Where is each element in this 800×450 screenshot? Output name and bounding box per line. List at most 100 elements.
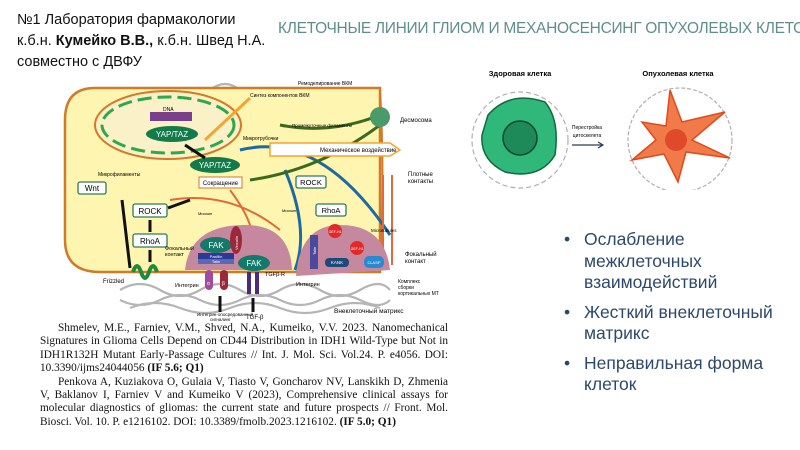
impact-factor: (IF 5.0; Q1): [339, 415, 396, 428]
contraction-box: [198, 176, 243, 189]
fak-1-shape: [200, 237, 232, 253]
reference-text: Penkova A, Kuziakova O, Gulaia V, Tiasto…: [40, 375, 448, 428]
ecm-fibers: [471, 87, 733, 190]
rhoa-left-label: RhoA: [140, 237, 161, 246]
contraction-label: Сокращение: [203, 181, 239, 187]
synthesis-arrow-icon: [203, 96, 252, 142]
desmosome-shape: [370, 107, 390, 127]
vinculin-label: Vinculin: [234, 236, 239, 250]
arrow-icon: [218, 296, 255, 312]
bullet-item: •Жесткий внеклеточный матрикс: [562, 302, 792, 345]
cytoskeleton-filaments: [169, 113, 393, 271]
ecm-label: Внеклеточный матрикс: [334, 307, 404, 315]
authors-line: к.б.н. Кумейко В.В., к.б.н. Швед Н.А.: [17, 31, 265, 52]
focal-contact-2-line-2: контакт: [405, 259, 426, 265]
dna-label: DNA: [163, 107, 174, 113]
talin-2-shape: [310, 235, 318, 269]
slide-title: КЛЕТОЧНЫЕ ЛИНИИ ГЛИОМ И МЕХАНОСЕНСИНГ ОП…: [278, 20, 800, 37]
nucleus: [94, 90, 242, 160]
focal-contact-1-line-1: Фокальный: [165, 245, 194, 252]
microtubules-ru-label: Микротрубочки: [243, 136, 278, 142]
myosin-label-2: Миозин: [282, 208, 296, 213]
paxillin-shape: [198, 253, 234, 259]
fak-2-label: FAK: [246, 259, 262, 268]
frizzled-receptor: [131, 264, 159, 280]
arrow-label-line-1: Перестройка: [572, 124, 602, 131]
intermediate-filaments-label: Промежуточные филаменты: [292, 123, 352, 128]
paxillin-label: Paxillin: [210, 254, 223, 259]
mechanical-label: Механическое воздействие: [320, 147, 397, 154]
nuclear-envelope: [100, 95, 236, 155]
rhoa-right-box: [315, 203, 347, 217]
gef-h1-1-shape: [328, 224, 342, 238]
fak-1-label: FAK: [208, 241, 224, 250]
bullet-item: • Ослабление межклеточных взаимодействий: [562, 229, 792, 294]
integrin-signaling-line-2: сигналинг: [210, 317, 231, 322]
arrow-icon: [184, 143, 206, 160]
rock-left-label: ROCK: [138, 207, 162, 216]
arrow-right-icon: [572, 141, 605, 149]
yap-taz-cytoplasmic-shape: [190, 157, 240, 173]
alpha-label: α: [207, 281, 210, 287]
bullet-text: Ослабление межклеточных взаимодействий: [584, 229, 718, 292]
rock-right-box: [295, 175, 327, 189]
tumor-cell-nucleus: [665, 129, 687, 151]
mechanosensing-diagram: DNA YAP/TAZ YAP/TAZ Сокращение Ремоделир…: [63, 81, 439, 322]
references: Shmelev, M.E., Farniev, V.M., Shved, N.A…: [40, 322, 448, 429]
tgfb-label: TGF-β: [246, 315, 264, 321]
clasp-label: CLASP: [367, 260, 380, 265]
wnt-label: Wnt: [85, 184, 100, 193]
tgfb-receptor-label: TGFβ-R: [265, 272, 285, 278]
integrin-alpha-shape: [205, 270, 213, 290]
ecm-remodeling-label: Ремоделирование ВКМ: [298, 81, 352, 87]
gef-h1-1-label: GEF-H1: [329, 230, 342, 234]
cell-comparison-figure: Здоровая клетка Опухолевая клетка Перест…: [471, 69, 733, 190]
degree: к.б.н.: [17, 33, 56, 49]
tight-junctions-line-2: контакты: [408, 179, 433, 185]
lead-author: Кумейко В.В.,: [55, 33, 154, 49]
microtubules-en-label: Microtubules: [371, 228, 397, 233]
talin-1-label: Talin: [212, 259, 220, 264]
yap-taz-nuclear: YAP/TAZ: [156, 130, 188, 139]
kank-shape: [325, 258, 349, 267]
microfilaments-label: Микрофиламенты: [98, 172, 141, 178]
tgfb-receptor-shape: [247, 272, 251, 294]
vinculin-shape: [230, 226, 242, 254]
yap-taz-nuclear-shape: [146, 126, 198, 142]
healthy-cell-nucleus: [502, 120, 538, 156]
bullet-text: Неправильная форма клеток: [584, 352, 764, 395]
mechanical-force-arrow-icon: [269, 142, 402, 157]
rock-right-label: ROCK: [300, 178, 322, 187]
healthy-cell-label: Здоровая клетка: [489, 69, 552, 78]
gef-h1-2-label: GEF-H1: [351, 247, 364, 251]
tgfb-receptor-shape: [255, 272, 259, 294]
transcription-factor-shape: [150, 112, 192, 121]
partner: совместно с ДВФУ: [17, 54, 142, 70]
lab-name: №1 Лаборатория фармакологии: [17, 12, 236, 28]
bullet-icon: •: [564, 229, 571, 249]
yap-taz-cytoplasmic: YAP/TAZ: [199, 161, 231, 170]
rhoa-right-label: RhoA: [322, 206, 341, 215]
fak-2-shape: [238, 255, 270, 271]
integrin-beta-shape: [220, 270, 228, 290]
talin-1-shape: [198, 259, 234, 264]
lab-header: №1 Лаборатория фармакологии к.б.н. Кумей…: [17, 10, 265, 73]
bullet-text: Жесткий внеклеточный матрикс: [584, 301, 773, 344]
gef-h1-2-shape: [350, 241, 364, 255]
tumor-cell-label: Опухолевая клетка: [642, 69, 714, 78]
arrow-label-line-2: цитоскелета: [573, 133, 602, 139]
rhoa-left-box: [132, 233, 168, 248]
integrin-2-label: Интегрин: [296, 282, 320, 288]
myosin-label-1: Миозин: [198, 211, 212, 216]
tight-junctions-line-1: Плотные: [408, 172, 433, 178]
integrin-signaling-line-1: Интегрин-опосредованный: [197, 311, 254, 317]
cortical-mt-complex-line-2: сборки: [398, 285, 414, 291]
reference-text: Shmelev, M.E., Farniev, V.M., Shved, N.A…: [40, 322, 448, 375]
bullet-item: •Неправильная форма клеток: [562, 353, 792, 396]
clasp-shape: [364, 256, 384, 268]
